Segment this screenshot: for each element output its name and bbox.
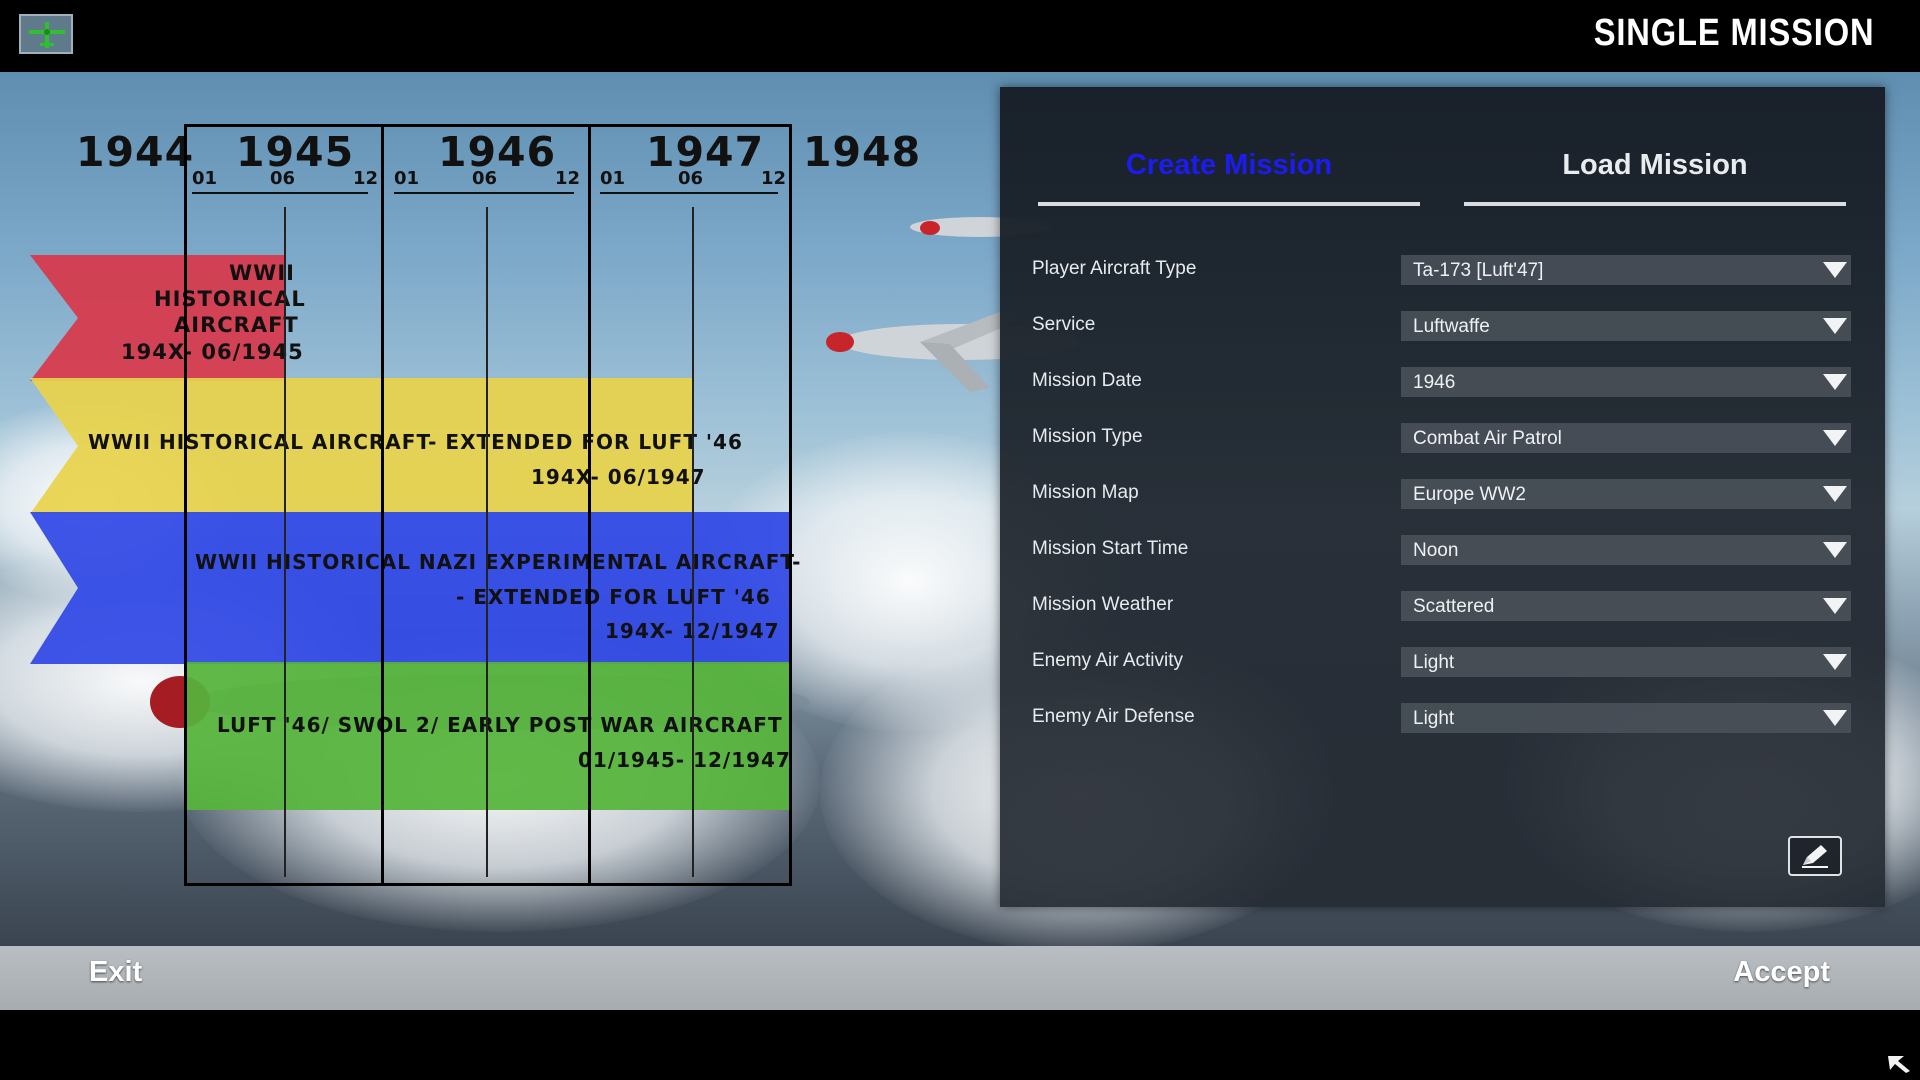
- band-yellow: [30, 378, 694, 514]
- band-label: WWII: [229, 261, 295, 285]
- pencil-icon: [1802, 845, 1828, 868]
- band-label: 194X- 06/1945: [121, 340, 304, 364]
- dropdown-arrow-icon: [1823, 486, 1847, 502]
- mission-panel: Create Mission Load Mission Player Aircr…: [1000, 87, 1885, 907]
- mission-map-dropdown[interactable]: Europe WW2: [1401, 479, 1851, 509]
- divider: [394, 192, 574, 194]
- divider: [192, 192, 368, 194]
- mission-start-time-dropdown[interactable]: Noon: [1401, 535, 1851, 565]
- enemy-air-activity-dropdown[interactable]: Light: [1401, 647, 1851, 677]
- field-label: Enemy Air Activity: [1032, 650, 1183, 671]
- mid-year-line: [486, 207, 488, 877]
- band-green: [186, 662, 790, 810]
- year-label: 1944: [76, 128, 195, 176]
- tab-load-mission[interactable]: Load Mission: [1562, 149, 1748, 181]
- dropdown-value: Ta-173 [Luft'47]: [1413, 260, 1544, 281]
- band-label: 194X- 06/1947: [531, 465, 706, 489]
- dropdown-arrow-icon: [1823, 430, 1847, 446]
- year-label: 1946: [438, 128, 557, 176]
- exit-button[interactable]: Exit: [89, 956, 143, 988]
- band-red: [30, 255, 286, 381]
- tab-underline: [1464, 202, 1846, 206]
- band-label: - EXTENDED FOR LUFT '46: [456, 585, 771, 609]
- dropdown-value: Light: [1413, 708, 1455, 729]
- page-title: SINGLE MISSION: [1593, 12, 1874, 54]
- band-label: AIRCRAFT: [174, 313, 299, 337]
- dropdown-value: Luftwaffe: [1413, 316, 1490, 337]
- month-label: 01: [394, 168, 420, 189]
- mission-type-dropdown[interactable]: Combat Air Patrol: [1401, 423, 1851, 453]
- field-label: Mission Map: [1032, 482, 1139, 503]
- band-label: LUFT '46/ SWOL 2/ EARLY POST WAR AIRCRAF…: [217, 713, 783, 737]
- cursor-icon: [1888, 1056, 1910, 1073]
- dropdown-arrow-icon: [1823, 710, 1847, 726]
- band-label: 194X- 12/1947: [605, 619, 780, 643]
- field-label: Player Aircraft Type: [1032, 258, 1197, 279]
- mission-weather-dropdown[interactable]: Scattered: [1401, 591, 1851, 621]
- dropdown-value: Europe WW2: [1413, 484, 1526, 505]
- month-label: 06: [270, 168, 296, 189]
- green-plane-icon: [19, 14, 73, 54]
- mid-year-line: [284, 207, 286, 877]
- dropdown-value: Noon: [1413, 540, 1459, 561]
- dropdown-arrow-icon: [1823, 318, 1847, 334]
- footer: [0, 1010, 1920, 1080]
- enemy-air-defense-dropdown[interactable]: Light: [1401, 703, 1851, 733]
- dropdown-arrow-icon: [1823, 542, 1847, 558]
- field-label: Enemy Air Defense: [1032, 706, 1195, 727]
- band-label: WWII HISTORICAL NAZI EXPERIMENTAL AIRCRA…: [195, 550, 802, 574]
- dropdown-arrow-icon: [1823, 262, 1847, 278]
- band-label: WWII HISTORICAL AIRCRAFT- EXTENDED FOR L…: [88, 430, 743, 454]
- month-label: 12: [555, 168, 581, 189]
- aircraft-era-timeline: 1944 1945 1946 1947 1948 01 06 12 01 06 …: [0, 72, 1000, 946]
- year-column-1947: [588, 124, 792, 886]
- band-label: HISTORICAL: [154, 287, 306, 311]
- month-label: 12: [761, 168, 787, 189]
- band-blue: [30, 512, 790, 664]
- year-label: 1947: [646, 128, 765, 176]
- field-label: Service: [1032, 314, 1096, 335]
- dropdown-value: Scattered: [1413, 596, 1495, 617]
- month-label: 01: [192, 168, 218, 189]
- mid-year-line: [692, 207, 694, 877]
- dropdown-value: Combat Air Patrol: [1413, 428, 1562, 449]
- dropdown-arrow-icon: [1823, 374, 1847, 390]
- field-label: Mission Type: [1032, 426, 1143, 447]
- accept-button[interactable]: Accept: [1733, 956, 1830, 988]
- tab-create-mission[interactable]: Create Mission: [1125, 149, 1333, 181]
- dropdown-value: Light: [1413, 652, 1455, 673]
- month-label: 06: [678, 168, 704, 189]
- divider: [600, 192, 778, 194]
- dropdown-arrow-icon: [1823, 598, 1847, 614]
- top-bar: SINGLE MISSION: [0, 0, 1920, 72]
- service-dropdown[interactable]: Luftwaffe: [1401, 311, 1851, 341]
- player-aircraft-type-dropdown[interactable]: Ta-173 [Luft'47]: [1401, 255, 1851, 285]
- dropdown-value: 1946: [1413, 372, 1456, 393]
- month-label: 01: [600, 168, 626, 189]
- month-label: 06: [472, 168, 498, 189]
- edit-button[interactable]: [1788, 836, 1842, 876]
- year-label: 1948: [803, 128, 922, 176]
- bottom-bar: [0, 946, 1920, 1010]
- dropdown-arrow-icon: [1823, 654, 1847, 670]
- field-label: Mission Weather: [1032, 594, 1174, 615]
- tab-underline: [1038, 202, 1420, 206]
- month-label: 12: [353, 168, 379, 189]
- mission-date-dropdown[interactable]: 1946: [1401, 367, 1851, 397]
- year-label: 1945: [236, 128, 355, 176]
- field-label: Mission Date: [1032, 370, 1142, 391]
- band-label: 01/1945- 12/1947: [578, 748, 791, 772]
- field-label: Mission Start Time: [1032, 538, 1189, 559]
